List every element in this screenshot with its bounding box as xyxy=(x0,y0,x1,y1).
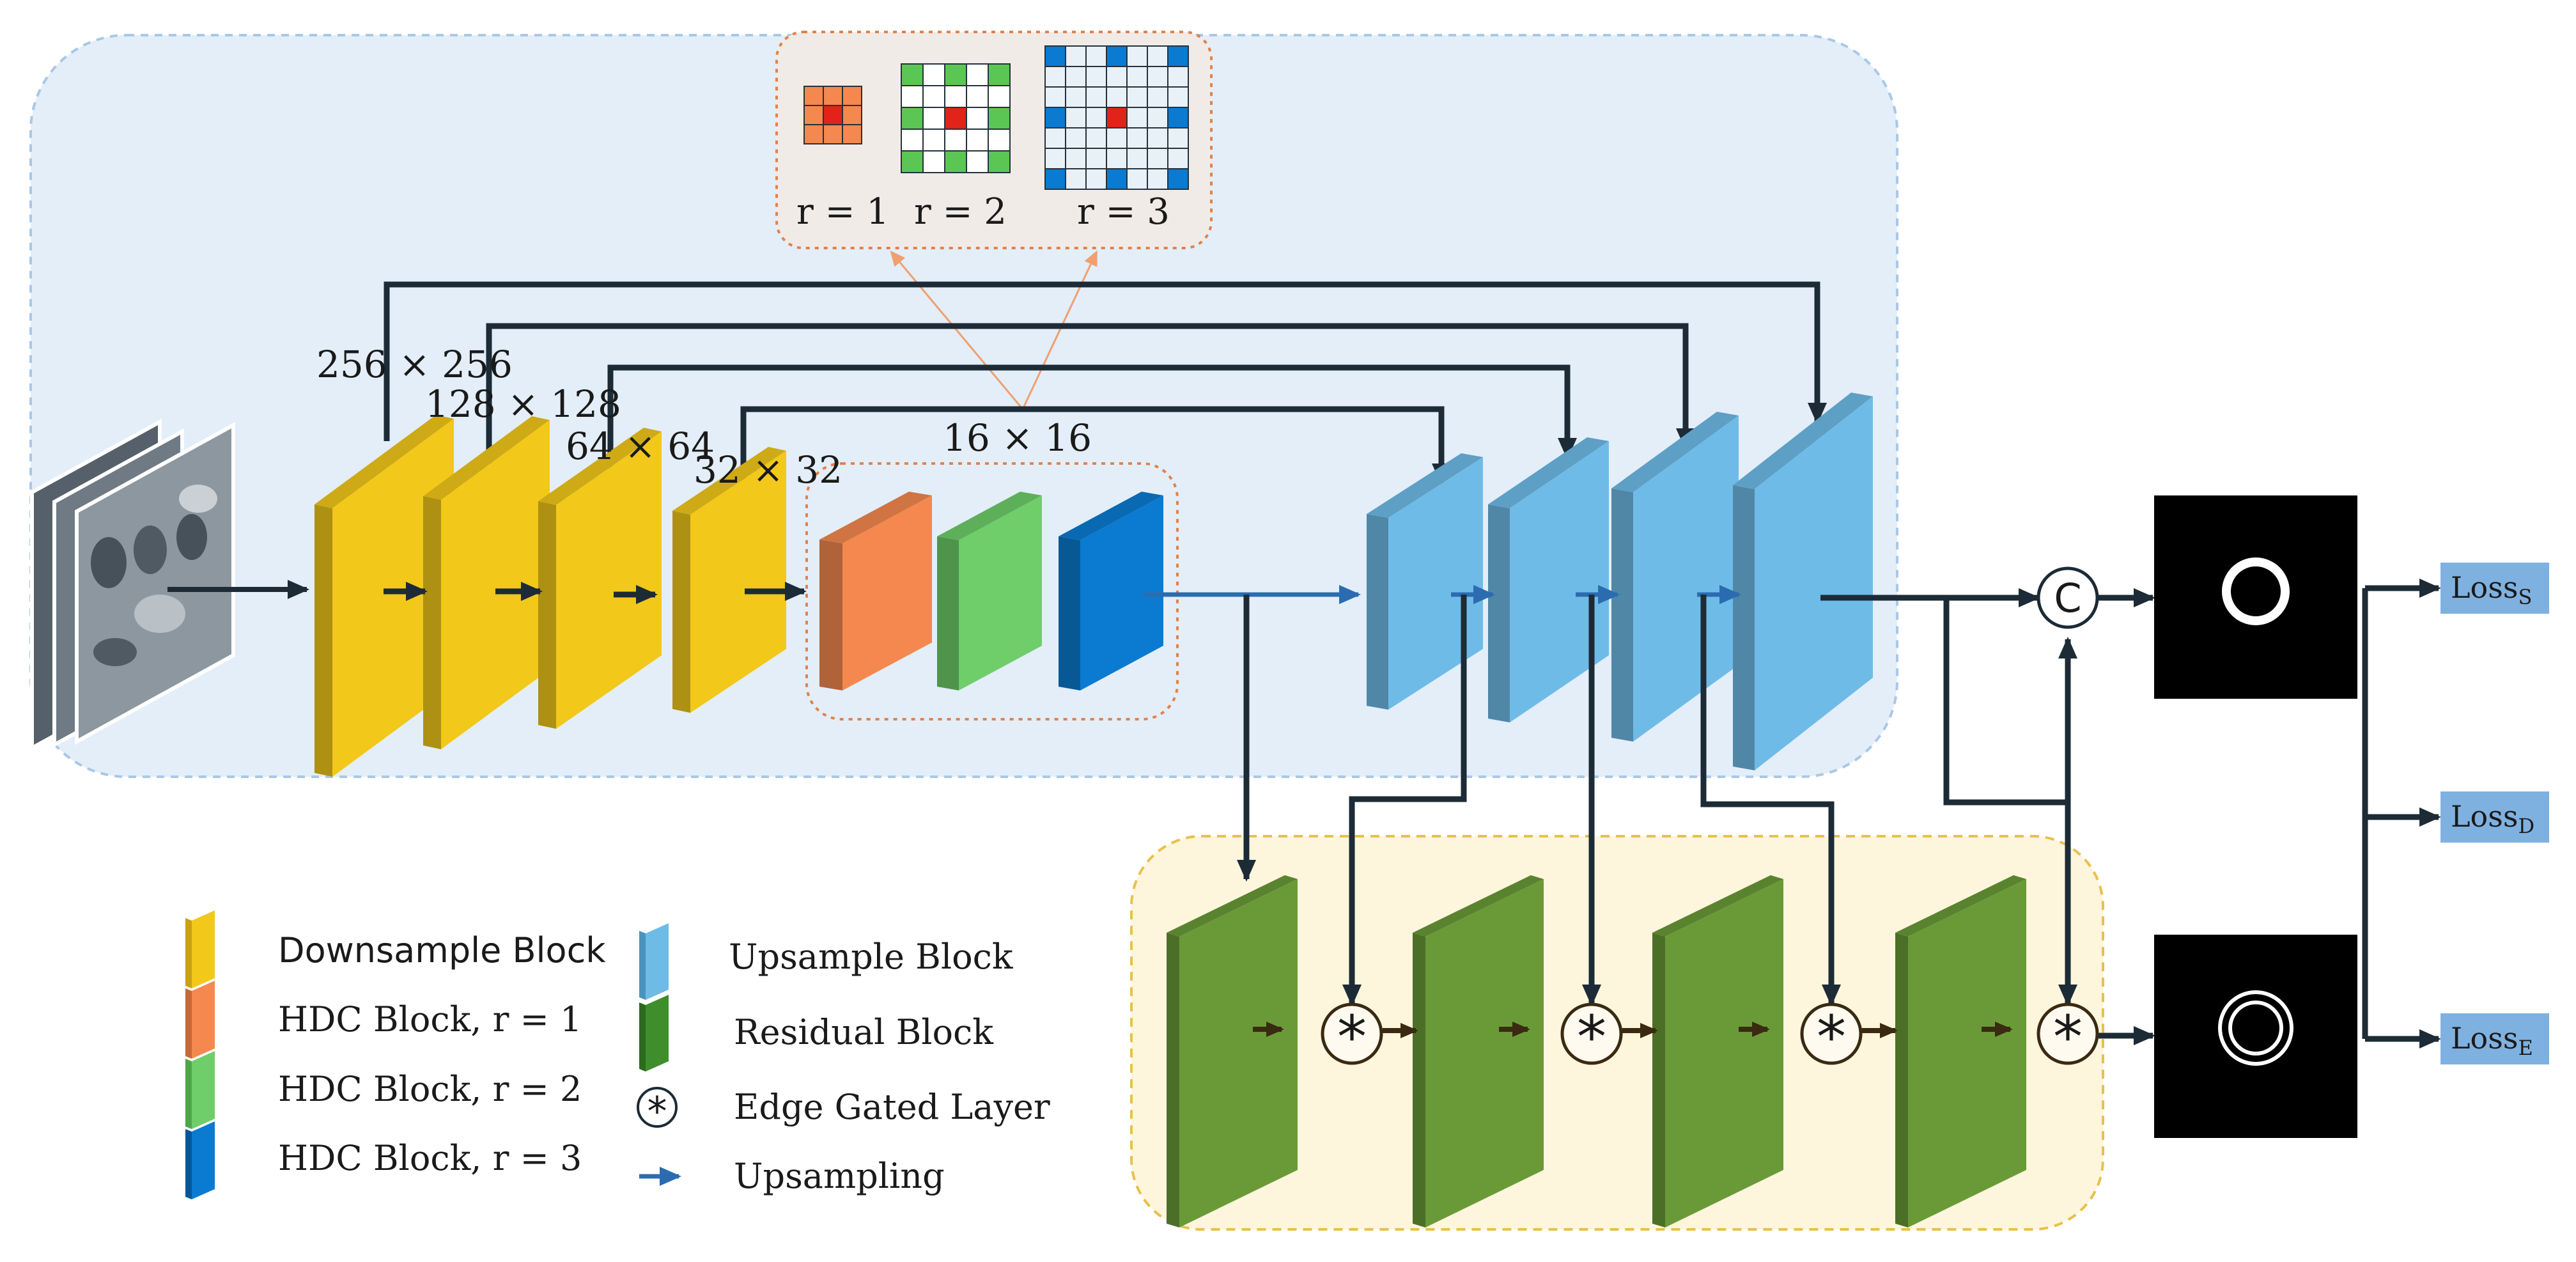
hdc-r1-block xyxy=(819,492,932,690)
skip-connections xyxy=(384,281,1827,499)
resolution-label-64: 64 × 64 xyxy=(566,425,715,468)
residual-block-1 xyxy=(1167,875,1298,1227)
edge-output xyxy=(2154,935,2357,1138)
downsample-block-icon xyxy=(185,910,215,988)
skip-connection-32 xyxy=(740,406,1451,499)
hdc-blocks xyxy=(819,492,1163,690)
dilation-panel: r = 1 r = 2 r = 3 xyxy=(775,31,1213,249)
encoder-internal-arrows xyxy=(384,582,807,604)
resolution-label-16: 16 × 16 xyxy=(943,416,1092,460)
residual-block-icon xyxy=(639,995,669,1071)
hdc-r2-block xyxy=(937,492,1042,690)
svg-text:LossE: LossE xyxy=(2451,1021,2533,1060)
residual-block-2 xyxy=(1413,875,1544,1227)
skip-connection-256 xyxy=(384,281,1827,441)
svg-text:*: * xyxy=(648,1088,667,1135)
edge-gated-layer-2: * xyxy=(1560,1002,1658,1071)
dilation-grid-r3 xyxy=(1044,45,1189,190)
residual-block-3 xyxy=(1652,875,1783,1227)
legend-label-edge-gated: Edge Gated Layer xyxy=(734,1087,1050,1127)
edge-gated-layer-4: * xyxy=(2037,1002,2099,1071)
legend-label-upsampling: Upsampling xyxy=(734,1156,945,1196)
hdc-r3-block-icon xyxy=(185,1121,215,1199)
input-image-texture xyxy=(91,485,217,666)
upsample-block-3 xyxy=(1611,412,1739,742)
svg-text:C: C xyxy=(2054,575,2081,621)
hdc-r2-block-icon xyxy=(185,1051,215,1129)
dilation-label-r3: r = 3 xyxy=(1077,191,1170,233)
edge-gated-layer-1: * xyxy=(1321,1002,1418,1071)
hdc-r3-block xyxy=(1059,492,1163,690)
upsample-block-2 xyxy=(1488,437,1609,722)
svg-text:*: * xyxy=(2053,1003,2083,1071)
hdc-group xyxy=(805,462,1179,721)
skip-connection-64 xyxy=(607,364,1577,476)
legend: Downsample Block HDC Block, r = 1 HDC Bl… xyxy=(185,910,1050,1199)
legend-label-hdc-r1: HDC Block, r = 1 xyxy=(278,999,582,1040)
legend-label-downsample: Downsample Block xyxy=(278,930,606,970)
decoder-blocks xyxy=(1367,393,1873,770)
hdc-r1-block-icon xyxy=(185,981,215,1059)
input-image-stack xyxy=(30,418,235,752)
loss-connections xyxy=(2362,579,2441,1048)
encoder-blocks xyxy=(314,415,786,777)
downsample-block-3 xyxy=(538,428,662,729)
edge-gated-layer-icon: * xyxy=(637,1087,678,1135)
upsample-block-1 xyxy=(1367,453,1483,710)
loss-d-box: LossD xyxy=(2440,791,2549,843)
dilation-grid-r1 xyxy=(803,86,862,144)
edge-gated-layers: * * * * xyxy=(1321,1002,2099,1071)
downsample-block-2 xyxy=(423,416,550,749)
resolution-label-32: 32 × 32 xyxy=(694,448,842,492)
dilation-grid-r2 xyxy=(901,63,1011,173)
legend-label-upsample: Upsample Block xyxy=(729,937,1014,977)
dilation-pointer-left xyxy=(890,250,1024,410)
upsample-block-icon xyxy=(639,923,669,1000)
svg-text:*: * xyxy=(1337,1003,1367,1071)
residual-blocks xyxy=(1167,875,2026,1227)
svg-text:*: * xyxy=(1577,1003,1606,1071)
resolution-label-256: 256 × 256 xyxy=(316,343,513,386)
resolution-label-128: 128 × 128 xyxy=(425,382,621,426)
ring-mask-icon xyxy=(2222,557,2290,625)
loss-e-box: LossE xyxy=(2440,1013,2549,1064)
svg-text:LossD: LossD xyxy=(2451,799,2534,838)
legend-label-hdc-r2: HDC Block, r = 2 xyxy=(278,1069,582,1109)
residual-block-4 xyxy=(1895,875,2026,1227)
svg-text:*: * xyxy=(1817,1003,1846,1071)
legend-label-hdc-r3: HDC Block, r = 3 xyxy=(278,1138,582,1178)
edge-gated-layer-3: * xyxy=(1800,1002,1898,1071)
dilation-label-r1: r = 1 xyxy=(796,191,889,233)
upsample-block-4 xyxy=(1733,393,1873,770)
double-ring-mask-icon xyxy=(2218,990,2293,1066)
decoder-to-edge-gate-links xyxy=(1342,595,1841,1006)
legend-label-residual: Residual Block xyxy=(734,1012,994,1052)
decoder-output-branch xyxy=(1943,598,2077,1006)
concat-operator: C xyxy=(2037,566,2099,629)
dilation-pointer-right xyxy=(1021,250,1098,410)
dilation-label-r2: r = 2 xyxy=(914,191,1007,233)
segmentation-output xyxy=(2154,495,2357,699)
downsample-block-4 xyxy=(672,447,786,713)
loss-s-box: LossS xyxy=(2440,563,2549,614)
skip-connection-128 xyxy=(486,323,1695,464)
svg-text:LossS: LossS xyxy=(2451,570,2532,609)
